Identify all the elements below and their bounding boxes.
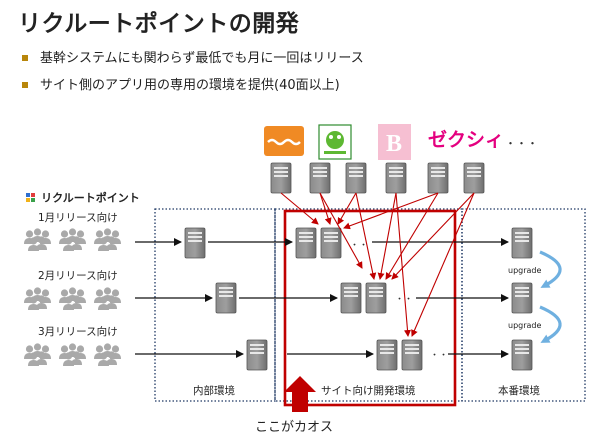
ellipsis-1: ・・ <box>350 241 368 251</box>
release-flow-arrows <box>135 238 509 358</box>
upgrade-arrows <box>539 250 562 343</box>
bullet-text: 基幹システムにも関わらず最低でも月に一回はリリース <box>40 51 364 66</box>
site-servers-row <box>270 162 485 194</box>
site-logo-3: B <box>378 124 411 160</box>
production-server-1 <box>511 227 533 259</box>
slide-title: リクルートポイントの開発 <box>18 11 300 37</box>
internal-server-3 <box>246 339 268 371</box>
release-group-label-2: 2月リリース向け <box>38 270 118 282</box>
production-server-2 <box>511 282 533 314</box>
internal-env-label: 内部環境 <box>193 385 235 397</box>
chaos-pointer-arrow <box>284 376 316 412</box>
site-dev-env-label: サイト向け開発環境 <box>321 385 416 397</box>
ellipsis-3: ・・ <box>430 351 448 361</box>
site-logo-1 <box>264 126 304 156</box>
production-env-label: 本番環境 <box>498 385 540 397</box>
site-logo-4: ゼクシィ <box>428 128 504 151</box>
bullet-marker <box>22 54 28 61</box>
crowd-icon-2 <box>24 287 121 310</box>
production-server-3 <box>511 339 533 371</box>
upgrade-label-2: upgrade <box>508 321 542 330</box>
crowd-icon-1 <box>24 228 121 251</box>
internal-env-box <box>154 208 276 402</box>
bullet-item-2: サイト側のアプリ用の専用の環境を提供(40面以上) <box>22 74 340 93</box>
crowd-icon-3 <box>24 343 121 366</box>
release-group-label-3: 3月リリース向け <box>38 326 118 338</box>
release-group-label-1: 1月リリース向け <box>38 212 118 224</box>
brand-name: リクルートポイント <box>41 191 140 205</box>
bullet-item-1: 基幹システムにも関わらず最低でも月に一回はリリース <box>22 47 364 66</box>
outer-env-dotted-box <box>274 208 463 402</box>
brand-logo: リクルートポイント <box>26 187 140 206</box>
internal-server-1 <box>184 227 206 259</box>
bullet-marker <box>22 81 28 88</box>
ellipsis-2: ・・ <box>395 295 413 305</box>
upgrade-label-1: upgrade <box>508 266 542 275</box>
site-dev-servers-3 <box>376 339 423 371</box>
svg-text:B: B <box>386 131 402 157</box>
chaos-arrows <box>280 192 475 337</box>
internal-server-2 <box>215 282 237 314</box>
site-dev-servers-1 <box>295 227 342 259</box>
bullet-text: サイト側のアプリ用の専用の環境を提供(40面以上) <box>40 78 340 93</box>
site-logo-2 <box>318 124 352 160</box>
brand-mark-icon <box>26 192 35 202</box>
site-dev-env-box <box>283 209 457 407</box>
site-dev-servers-2 <box>340 282 387 314</box>
more-sites-ellipsis: ・・・ <box>505 137 538 150</box>
chaos-caption: ここがカオス <box>255 420 334 435</box>
